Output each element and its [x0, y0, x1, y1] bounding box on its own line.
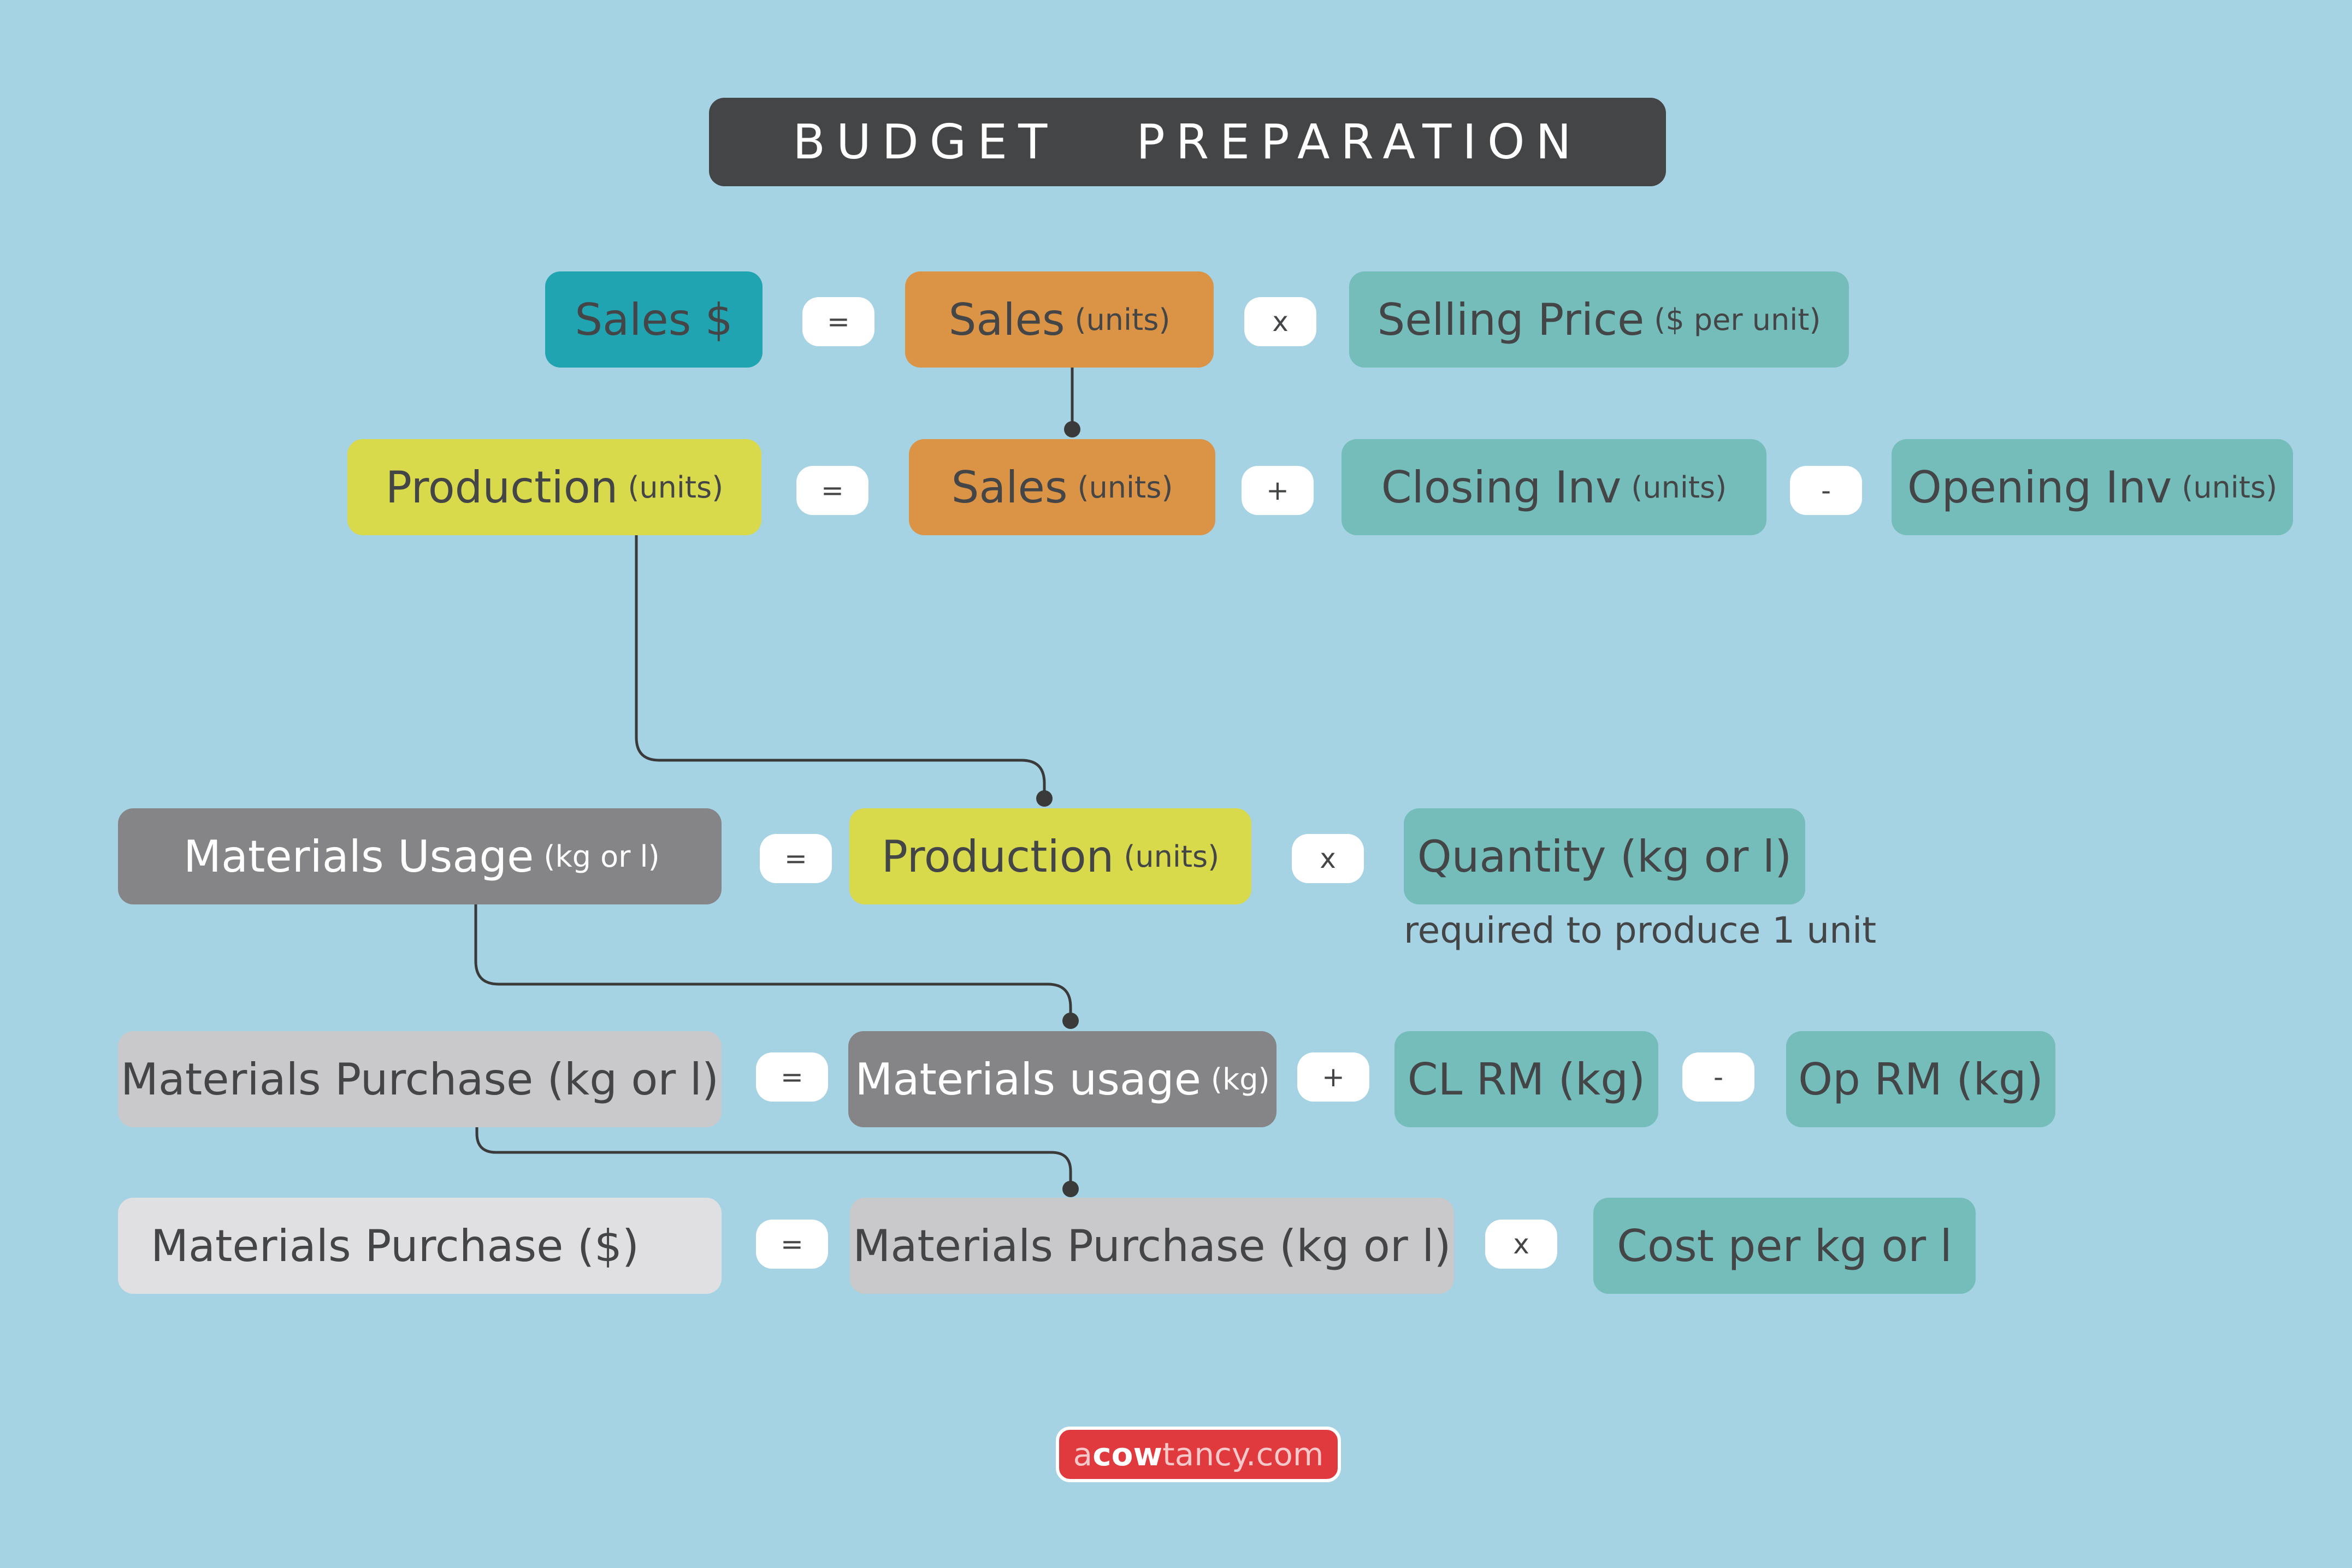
closing-inv-box: Closing Inv (units)	[1342, 439, 1766, 535]
plus-operator: +	[1297, 1052, 1369, 1102]
box-label: CL RM (kg)	[1407, 1054, 1646, 1105]
connector-dot	[1062, 1181, 1079, 1197]
box-label: Materials Purchase (kg or l)	[120, 1054, 719, 1105]
materials-purchase-kg-box: Materials Purchase (kg or l)	[118, 1031, 722, 1127]
cost-per-kg-box: Cost per kg or l	[1593, 1198, 1976, 1294]
connector-usage-to-usage	[474, 904, 1072, 1020]
box-label: Selling Price	[1377, 294, 1645, 345]
production-units-box: Production (units)	[347, 439, 761, 535]
minus-operator: -	[1790, 466, 1862, 515]
minus-operator: -	[1682, 1052, 1754, 1102]
box-unit: (units)	[1074, 302, 1171, 337]
connector-dot	[1064, 421, 1080, 437]
box-label: Materials Purchase (kg or l)	[853, 1220, 1451, 1271]
production-units-box-2: Production (units)	[849, 808, 1251, 904]
multiply-operator: x	[1244, 297, 1316, 346]
cl-rm-box: CL RM (kg)	[1394, 1031, 1658, 1127]
box-label: Production	[385, 461, 618, 513]
plus-operator: +	[1242, 466, 1314, 515]
materials-usage-kg-box: Materials usage (kg)	[848, 1031, 1277, 1127]
materials-purchase-dollar-box: Materials Purchase ($)	[118, 1198, 722, 1294]
connector-dot	[1036, 790, 1053, 807]
box-label: Sales $	[575, 294, 733, 345]
equals-operator: =	[756, 1052, 828, 1102]
box-unit: (units)	[1077, 470, 1173, 505]
box-unit: (units)	[1124, 839, 1220, 874]
box-unit: (units)	[628, 470, 724, 505]
sales-units-box: Sales (units)	[905, 271, 1214, 368]
box-label: Materials Usage	[184, 831, 534, 882]
box-unit: (kg or l)	[543, 839, 660, 874]
box-label: Closing Inv	[1381, 461, 1622, 513]
equals-operator: =	[760, 834, 832, 883]
box-label: Materials usage	[855, 1054, 1201, 1105]
equals-operator: =	[756, 1220, 828, 1269]
box-label: Materials Purchase ($)	[151, 1220, 640, 1271]
box-unit: (units)	[1631, 470, 1727, 505]
sales-dollar-box: Sales $	[545, 271, 763, 368]
equals-operator: =	[802, 297, 874, 346]
box-unit: (kg)	[1210, 1062, 1270, 1097]
quantity-box: Quantity (kg or l)	[1404, 808, 1805, 904]
box-label: Sales	[948, 294, 1065, 345]
materials-usage-box: Materials Usage (kg or l)	[118, 808, 722, 904]
box-label: Op RM (kg)	[1798, 1054, 2043, 1105]
multiply-operator: x	[1485, 1220, 1557, 1269]
equals-operator: =	[796, 466, 868, 515]
opening-inv-box: Opening Inv (units)	[1892, 439, 2293, 535]
box-unit: ($ per unit)	[1654, 302, 1821, 337]
connector-production-to-production	[635, 535, 1046, 797]
selling-price-box: Selling Price ($ per unit)	[1349, 271, 1849, 368]
connector-dot	[1062, 1013, 1079, 1029]
page-title: BUDGET PREPARATION	[709, 98, 1666, 186]
box-label: Cost per kg or l	[1617, 1220, 1952, 1271]
box-label: Sales	[951, 461, 1068, 513]
materials-purchase-kg-box-2: Materials Purchase (kg or l)	[850, 1198, 1454, 1294]
box-label: Production	[881, 831, 1114, 882]
multiply-operator: x	[1292, 834, 1364, 883]
op-rm-box: Op RM (kg)	[1786, 1031, 2055, 1127]
quantity-note: required to produce 1 unit	[1404, 909, 1877, 951]
connector-purchase-to-purchase	[475, 1127, 1072, 1188]
box-label: Opening Inv	[1907, 461, 2172, 513]
box-label: Quantity (kg or l)	[1417, 831, 1792, 882]
sales-units-box-2: Sales (units)	[909, 439, 1215, 535]
box-unit: (units)	[2182, 470, 2278, 505]
